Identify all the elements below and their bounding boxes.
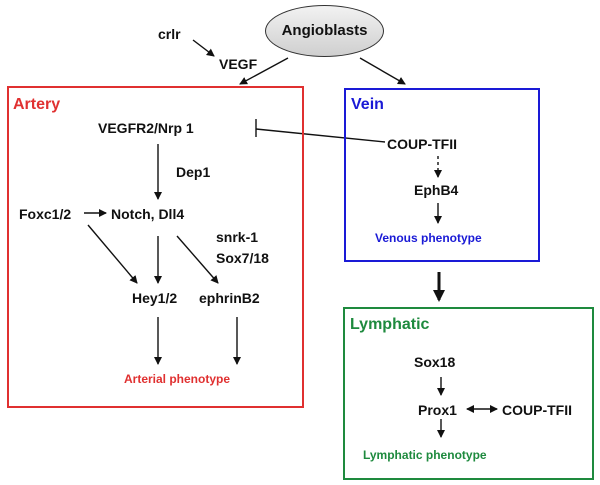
lymphatic-title: Lymphatic <box>350 316 430 333</box>
artery-box <box>7 86 304 408</box>
angioblasts-node: Angioblasts <box>265 5 384 57</box>
arrow-angioblasts-to-artery <box>239 57 289 85</box>
snrk-label: snrk-1 <box>216 229 259 245</box>
lymphatic-phenotype-label: Lymphatic phenotype <box>363 448 487 462</box>
arrow-foxc-to-hey <box>87 224 138 284</box>
venous-phenotype-label: Venous phenotype <box>375 231 482 245</box>
vegfr2-label: VEGFR2/Nrp 1 <box>98 120 194 136</box>
vein-coup-tfii-label: COUP-TFII <box>387 136 457 152</box>
artery-title: Artery <box>13 96 61 113</box>
arrow-angioblasts-to-vein <box>359 57 406 85</box>
prox1-label: Prox1 <box>418 402 457 418</box>
vegf-label: VEGF <box>219 56 258 72</box>
notch-label: Notch, Dll4 <box>111 206 185 222</box>
ephrinb2-label: ephrinB2 <box>199 290 260 306</box>
vein-box <box>344 88 540 262</box>
foxc-label: Foxc1/2 <box>19 206 72 222</box>
hey-label: Hey1/2 <box>132 290 178 306</box>
vein-title: Vein <box>351 96 384 113</box>
crlr-label: crlr <box>158 26 181 42</box>
dep1-label: Dep1 <box>176 164 211 180</box>
sox18-label: Sox18 <box>414 354 456 370</box>
angioblasts-label: Angioblasts <box>281 22 368 39</box>
inhibition-coup-to-vegfr2 <box>255 128 386 143</box>
sox7-label: Sox7/18 <box>216 250 269 266</box>
lymphatic-coup-tfii-label: COUP-TFII <box>502 402 572 418</box>
arterial-phenotype-label: Arterial phenotype <box>124 372 231 386</box>
ephb4-label: EphB4 <box>414 182 459 198</box>
lymphatic-box <box>343 307 594 480</box>
arrow-notch-to-ephrin <box>176 235 219 284</box>
arrow-crlr-to-vegf <box>192 39 215 57</box>
